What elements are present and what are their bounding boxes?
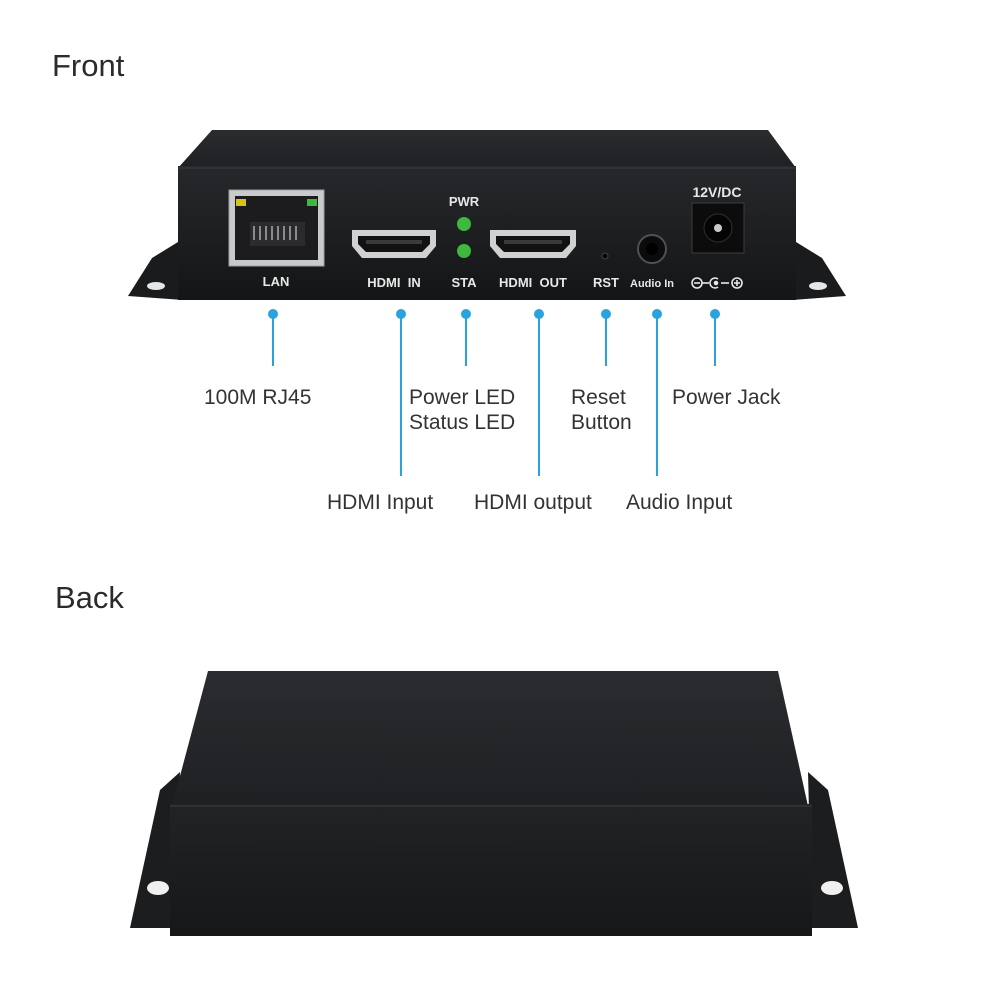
flange-hole [809,282,827,290]
pwr-label: PWR [449,194,480,209]
hdmi-in-port [352,230,436,258]
flange-hole [147,282,165,290]
sta-label: STA [451,275,477,290]
callout-line-hdmi-output [538,314,540,476]
callout-line-reset [605,314,607,366]
callout-rj45: 100M RJ45 [204,386,312,409]
callout-reset: Reset Button [571,385,632,435]
top-edge [178,130,796,168]
hdmi-out-port [490,230,576,258]
flange-hole [147,881,169,895]
led-yellow [236,199,246,206]
audio-in-label: Audio In [630,278,674,290]
left-flange [128,242,183,300]
callout-leds: Power LED Status LED [409,385,515,435]
right-flange [792,242,846,300]
lan-label: LAN [263,274,290,289]
audio-jack [637,234,667,264]
front-title: Front [52,48,125,83]
callout-line-hdmi-input [400,314,402,476]
hdmi-in-label: HDMI IN [367,275,420,290]
led-green [307,199,317,206]
callout-power-led: Power LED [409,386,516,409]
front-device: LAN PWR STA HDMI IN HDMI OUT RST Audio I… [128,130,846,300]
callout-reset-line2: Button [571,411,632,434]
back-device [130,671,858,936]
back-panel [170,804,812,936]
callout-line-leds [465,314,467,366]
pwr-led [457,217,471,231]
callout-reset-line1: Reset [571,386,626,409]
callout-line-power-jack [714,314,716,366]
back-title: Back [55,580,124,615]
reset-pinhole [601,252,609,260]
callout-audio-input: Audio Input [626,491,733,514]
dc-jack [691,202,745,254]
callout-line-audio-input [656,314,658,476]
hdmi-out-label: HDMI OUT [499,275,567,290]
back-top [172,671,808,806]
callout-hdmi-output: HDMI output [474,491,592,514]
rj45-port [228,189,325,267]
polarity-symbol [691,277,743,289]
right-flange [808,772,858,928]
sta-led [457,244,471,258]
rst-label: RST [593,275,619,290]
dc-label: 12V/DC [692,184,741,200]
callout-status-led: Status LED [409,411,516,434]
callout-line-rj45 [272,314,274,366]
callout-power-jack: Power Jack [672,386,781,409]
flange-hole [821,881,843,895]
callout-hdmi-input: HDMI Input [327,491,434,514]
